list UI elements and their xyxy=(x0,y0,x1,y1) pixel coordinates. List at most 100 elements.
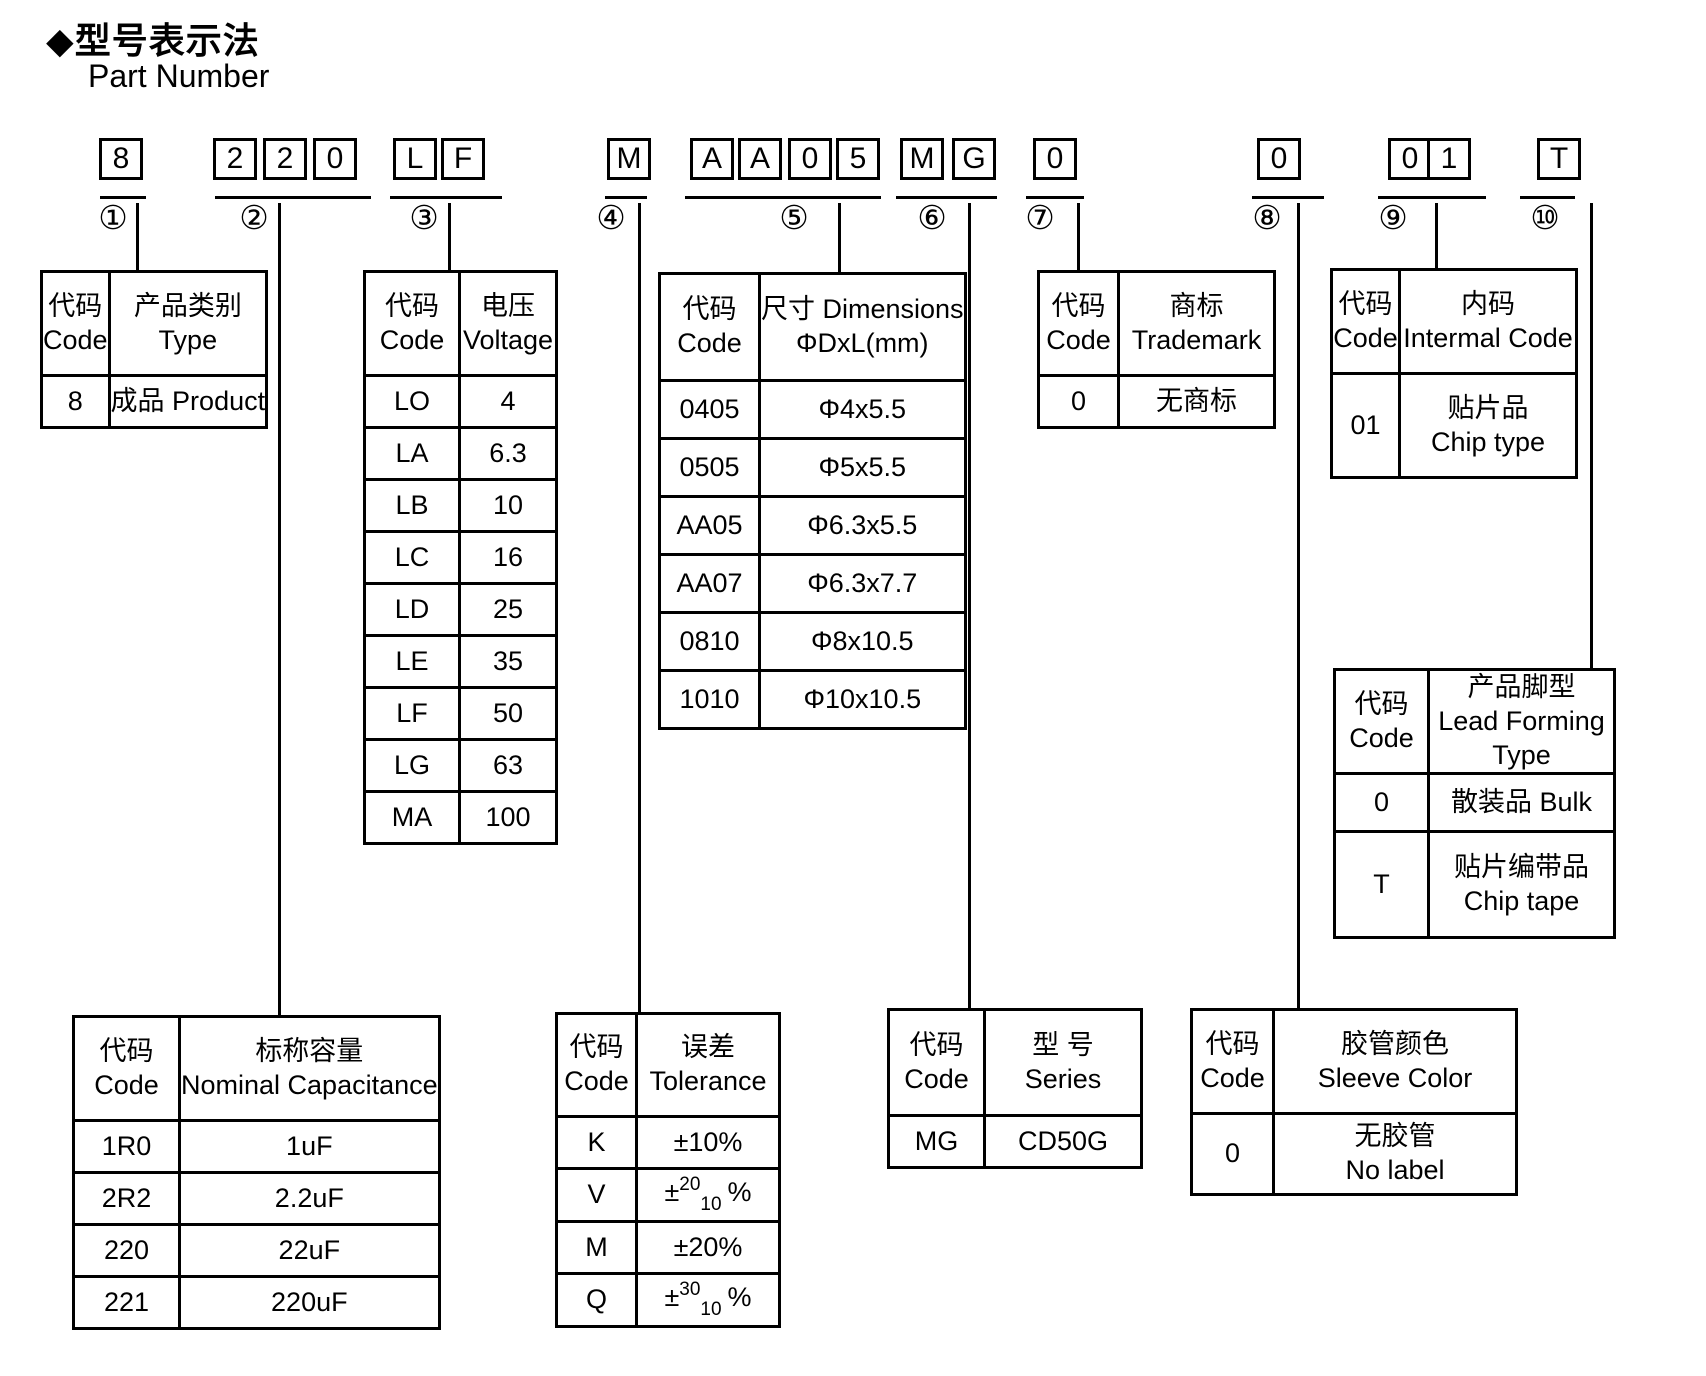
table-cell: 10 xyxy=(458,478,558,533)
page-title-en: Part Number xyxy=(88,58,270,94)
group-underline xyxy=(605,196,647,199)
table-cell: AA05 xyxy=(658,495,761,556)
connector-line-7 xyxy=(1077,203,1080,270)
table-cell: 1uF xyxy=(178,1119,441,1174)
pn-box: T xyxy=(1537,138,1581,180)
table-cell: ±20% xyxy=(635,1220,781,1275)
pn-box: A xyxy=(690,138,734,180)
group-underline xyxy=(1378,196,1486,199)
group-number-7: ⑦ xyxy=(1025,199,1055,236)
table-cell: MG xyxy=(887,1114,986,1169)
table-cell: 220 xyxy=(72,1223,181,1278)
pn-box: F xyxy=(441,138,485,180)
table-cell: Q xyxy=(555,1272,638,1328)
table-cell: LA xyxy=(363,426,461,481)
connector-line-3 xyxy=(448,203,451,270)
table-cell: 8 xyxy=(40,374,111,429)
table-cell: ±2010% xyxy=(635,1167,781,1223)
group-number-10: ⑩ xyxy=(1530,199,1560,236)
group-underline xyxy=(1520,196,1575,199)
group-number-5: ⑤ xyxy=(779,199,809,236)
table-cell: 无商标 xyxy=(1117,374,1276,429)
group-number-1: ① xyxy=(98,199,128,236)
table-cell: 0810 xyxy=(658,611,761,672)
table-cell: 6.3 xyxy=(458,426,558,481)
group-number-4: ④ xyxy=(596,199,626,236)
table-cell: Φ6.3x7.7 xyxy=(758,553,967,614)
connector-line-10 xyxy=(1590,203,1593,668)
table-cell: 35 xyxy=(458,634,558,689)
group-underline xyxy=(685,196,881,199)
title-cn-text: 型号表示法 xyxy=(74,20,260,61)
group-underline xyxy=(896,196,997,199)
pn-box: 5 xyxy=(836,138,880,180)
table-cell: MA xyxy=(363,790,461,845)
connector-line-8 xyxy=(1297,203,1300,1008)
connector-line-2 xyxy=(278,203,281,1015)
table-cell: 2.2uF xyxy=(178,1171,441,1226)
table-cell: T xyxy=(1333,830,1430,940)
table-cell: 0505 xyxy=(658,437,761,498)
pn-box: L xyxy=(393,138,437,180)
group-number-2: ② xyxy=(239,199,269,236)
group-number-6: ⑥ xyxy=(917,199,947,236)
pn-box: M xyxy=(607,138,651,180)
table-cell: AA07 xyxy=(658,553,761,614)
pn-box: 1 xyxy=(1427,138,1471,180)
table-cell: 25 xyxy=(458,582,558,637)
table-cell: 散装品 Bulk xyxy=(1427,772,1616,834)
table-cell: 成品 Product xyxy=(107,374,269,429)
table-cell: Φ5x5.5 xyxy=(758,437,967,498)
table-cell: 01 xyxy=(1330,372,1401,479)
diamond-bullet-icon: ◆ xyxy=(46,20,75,61)
pn-box: 2 xyxy=(263,138,307,180)
group-number-8: ⑧ xyxy=(1252,199,1282,236)
group-number-9: ⑨ xyxy=(1378,199,1408,236)
connector-line-9 xyxy=(1435,203,1438,268)
pn-box: 0 xyxy=(1033,138,1077,180)
table-cell: 100 xyxy=(458,790,558,845)
page-title-cn: ◆型号表示法 xyxy=(46,12,260,64)
table-cell: LF xyxy=(363,686,461,741)
table-cell: 16 xyxy=(458,530,558,585)
table-cell: M xyxy=(555,1220,638,1275)
connector-line-4 xyxy=(638,203,641,1012)
pn-box: 0 xyxy=(313,138,357,180)
table-cell: ±10% xyxy=(635,1115,781,1170)
pn-box: 0 xyxy=(788,138,832,180)
table-cell: 22uF xyxy=(178,1223,441,1278)
table-cell: LC xyxy=(363,530,461,585)
table-cell: ±3010% xyxy=(635,1272,781,1328)
group-underline xyxy=(100,196,146,199)
group-underline xyxy=(390,196,502,199)
connector-line-5 xyxy=(838,203,841,272)
pn-box: 2 xyxy=(213,138,257,180)
table-cell: K xyxy=(555,1115,638,1170)
connector-line-6 xyxy=(968,203,971,1008)
pn-box: M xyxy=(900,138,944,180)
